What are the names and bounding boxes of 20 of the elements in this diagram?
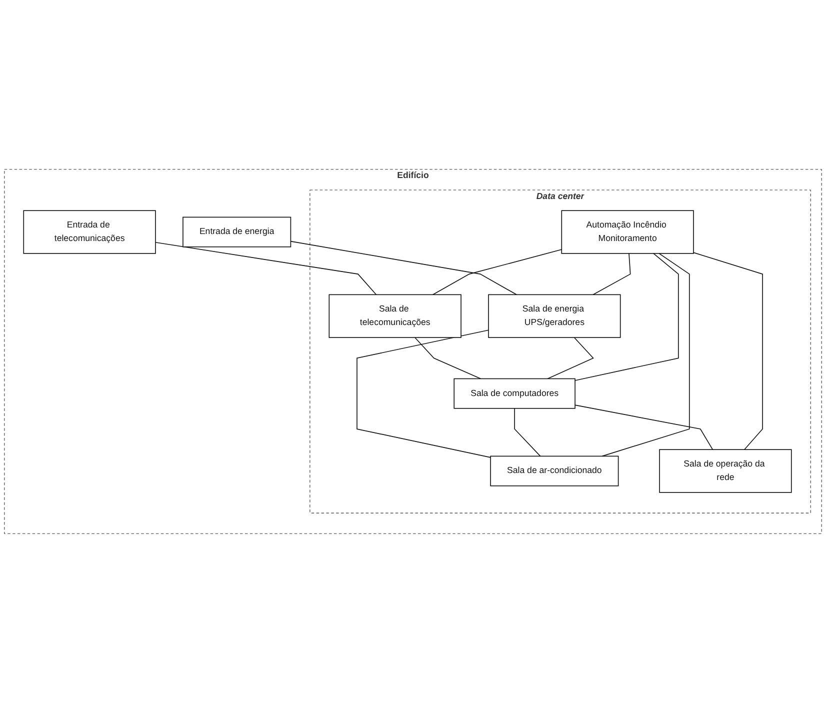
- connector: [414, 338, 482, 380]
- node-box: Entrada de telecomunicações: [23, 210, 156, 254]
- node-box: Sala de telecomunicações: [328, 294, 462, 338]
- node-box: Sala de ar-condicionado: [490, 456, 619, 487]
- connector: [574, 405, 714, 450]
- connector: [592, 254, 631, 296]
- connector: [574, 254, 679, 382]
- connector: [155, 242, 377, 296]
- connector: [602, 254, 690, 458]
- connector: [290, 241, 518, 296]
- connector: [432, 250, 562, 296]
- connector: [356, 330, 491, 458]
- node-box: Sala de operação da rede: [659, 450, 792, 494]
- node-box: Sala de energia UPS/geradores: [488, 294, 621, 338]
- connector: [547, 338, 594, 380]
- connector: [514, 408, 541, 458]
- node-box: Sala de computadores: [454, 378, 576, 410]
- connector: [693, 252, 763, 450]
- node-box: Automação Incêndio Monitoramento: [561, 210, 694, 254]
- node-box: Entrada de energia: [182, 217, 292, 248]
